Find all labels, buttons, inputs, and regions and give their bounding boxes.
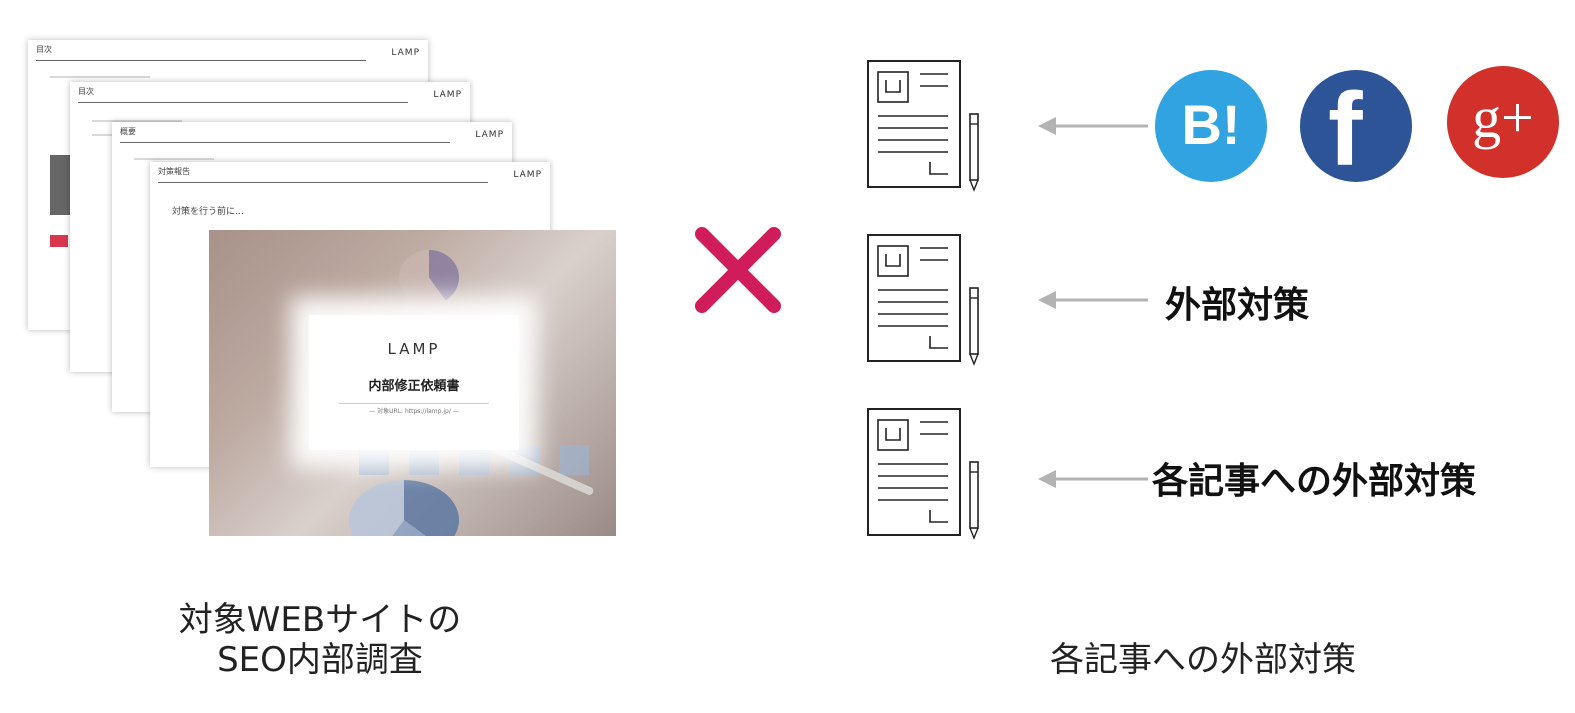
cross-icon: [695, 227, 781, 313]
caption-left: 対象WEBサイトの SEO内部調査: [130, 600, 510, 680]
pie-chart-graphic: [399, 250, 459, 305]
page-logo: LAMP: [433, 90, 462, 100]
caption-left-line1: 対象WEBサイトの: [178, 600, 462, 640]
page-logo: LAMP: [391, 48, 420, 58]
page-body-text: 対策を行う前に…: [172, 207, 245, 217]
page-title: 概要: [120, 127, 136, 136]
page-title: 対策報告: [158, 167, 190, 176]
page-text-line: [50, 76, 150, 78]
page-rule: [36, 60, 366, 61]
arrow-left-icon: [1038, 291, 1148, 309]
page-logo: LAMP: [475, 130, 504, 140]
article-external-measures-label: 各記事への外部対策: [1152, 461, 1477, 502]
page-rule: [78, 102, 408, 103]
hatena-bookmark-icon: B!: [1155, 70, 1267, 182]
page-rule: [158, 182, 488, 183]
cover-title: 内部修正依頼書: [368, 379, 460, 394]
page-title: 目次: [36, 45, 52, 54]
cover-logo: LAMP: [387, 340, 441, 358]
page-title: 目次: [78, 87, 94, 96]
bar-graphic: [359, 445, 599, 475]
document-pen-icon: [867, 408, 979, 540]
cover-subtitle: — 対象URL: https://lamp.jp/ —: [339, 403, 489, 415]
external-measures-label: 外部対策: [1165, 285, 1310, 326]
document-pen-icon: [867, 234, 979, 366]
caption-right: 各記事への外部対策: [1050, 640, 1356, 680]
pie-chart-graphic: [349, 480, 459, 536]
page-logo: LAMP: [513, 170, 542, 180]
document-pen-icon: [867, 60, 979, 192]
google-plus-icon: g+: [1447, 66, 1559, 178]
hatena-glyph: B!: [1181, 93, 1241, 156]
arrow-left-icon: [1038, 117, 1148, 135]
page-text-line: [134, 158, 214, 160]
page-text-line: [92, 120, 182, 122]
report-cover-photo: LAMP 内部修正依頼書 — 対象URL: https://lamp.jp/ —: [209, 230, 616, 536]
facebook-icon: f: [1300, 70, 1412, 182]
caption-left-line2: SEO内部調査: [217, 640, 423, 680]
page-red-block: [50, 235, 68, 247]
cover-card: LAMP 内部修正依頼書 — 対象URL: https://lamp.jp/ —: [309, 315, 519, 450]
arrow-left-icon: [1038, 470, 1148, 488]
google-plus-glyph: g+: [1472, 85, 1534, 150]
facebook-glyph: f: [1328, 72, 1363, 188]
page-rule: [120, 142, 450, 143]
